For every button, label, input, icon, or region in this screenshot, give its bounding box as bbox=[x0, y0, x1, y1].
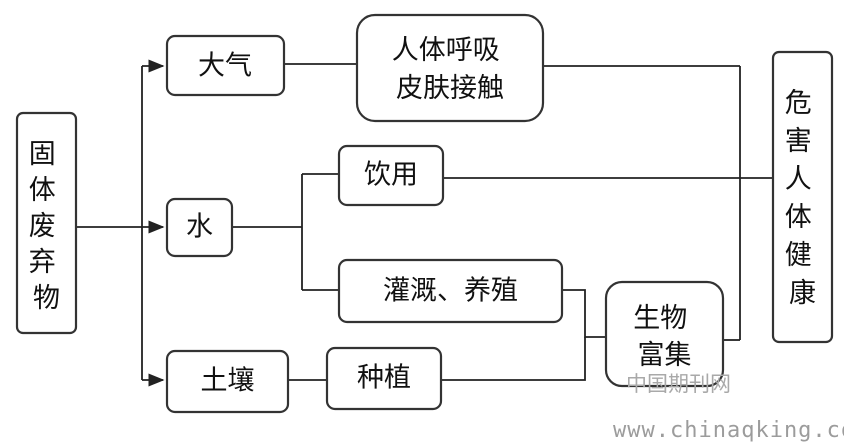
connectors bbox=[76, 59, 772, 387]
node-source: 固 体 废 弃 物 bbox=[15, 111, 78, 335]
node-irrigation-label: 灌溉、养殖 bbox=[383, 276, 518, 307]
edge-planting-to-bio bbox=[442, 337, 586, 381]
node-soil: 土壤 bbox=[165, 349, 290, 414]
node-bio-line1: 生物 bbox=[633, 303, 687, 334]
watermark-url: www.chinaqking.com bbox=[613, 418, 844, 443]
node-bio: 生物 富集 bbox=[604, 280, 725, 388]
node-source-label: 固 体 废 弃 物 bbox=[29, 139, 65, 314]
watermark: 中国期刊网 www.chinaqking.com bbox=[613, 372, 844, 443]
node-water-label: 水 bbox=[186, 212, 213, 243]
node-drinking: 饮用 bbox=[337, 144, 445, 207]
node-breathing-line1: 人体呼吸 bbox=[392, 35, 500, 66]
node-soil-label: 土壤 bbox=[201, 366, 255, 397]
node-breathing: 人体呼吸 皮肤接触 bbox=[355, 13, 545, 123]
node-irrigation: 灌溉、养殖 bbox=[337, 258, 564, 324]
node-bio-line2: 富集 bbox=[638, 340, 692, 371]
node-breathing-label: 人体呼吸 皮肤接触 bbox=[392, 35, 509, 104]
node-air-label: 大气 bbox=[198, 51, 252, 82]
node-water: 水 bbox=[165, 197, 234, 258]
node-breathing-line2: 皮肤接触 bbox=[396, 73, 504, 104]
node-planting: 种植 bbox=[325, 346, 443, 411]
watermark-text: 中国期刊网 bbox=[626, 372, 731, 396]
node-drinking-label: 饮用 bbox=[364, 160, 418, 191]
node-planting-label: 种植 bbox=[357, 363, 411, 394]
node-bio-label: 生物 富集 bbox=[633, 303, 696, 371]
node-harm-label: 危 害 人 体 健 康 bbox=[785, 88, 821, 309]
node-air: 大气 bbox=[165, 34, 286, 97]
edge-irrigation-to-bio bbox=[563, 289, 606, 338]
node-harm: 危 害 人 体 健 康 bbox=[771, 50, 834, 344]
